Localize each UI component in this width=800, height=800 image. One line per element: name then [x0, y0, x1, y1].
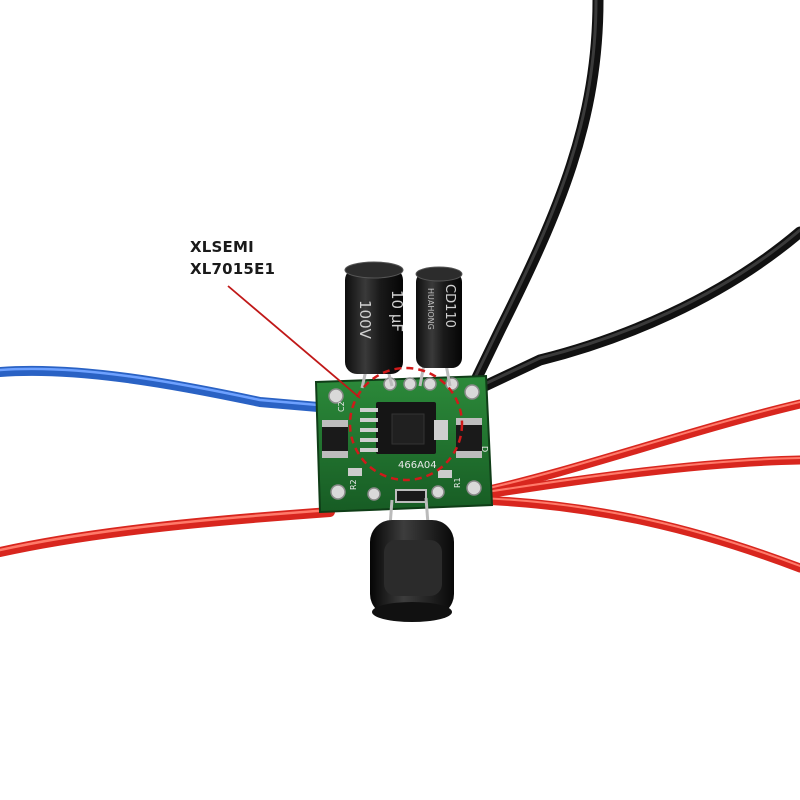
pcb-label-d: D: [480, 446, 489, 452]
pcb-label-r1: R1: [453, 477, 462, 488]
capacitor-right: CD110 HUAHONG: [415, 266, 463, 387]
capacitor-left-label-b: 100V: [356, 300, 374, 340]
xl7015-chip: [360, 402, 448, 454]
red-wire-left: [0, 507, 335, 557]
chip-highlight: [227, 285, 464, 482]
pcb-board: 466A04 C2 R2 R1 D: [314, 374, 494, 514]
capacitor-left: 10 µF 100V: [344, 261, 406, 389]
callout-brand: XLSEMI: [190, 238, 254, 256]
chip-callout: XLSEMI XL7015E1: [190, 236, 275, 280]
capacitor-right-label-a: CD110: [442, 284, 457, 328]
red-wires-right: [475, 399, 800, 573]
black-wires: [464, 0, 800, 398]
pcb-marking: 466A04: [398, 460, 437, 471]
callout-part-number: XL7015E1: [190, 260, 276, 278]
capacitor-left-label-a: 10 µF: [388, 290, 406, 332]
capacitor-right-label-b: HUAHONG: [426, 288, 435, 330]
pcb-label-r2: R2: [349, 479, 358, 490]
blue-wire: [0, 365, 335, 413]
pcb-label-c2: C2: [337, 401, 346, 412]
inductor: [370, 497, 454, 622]
